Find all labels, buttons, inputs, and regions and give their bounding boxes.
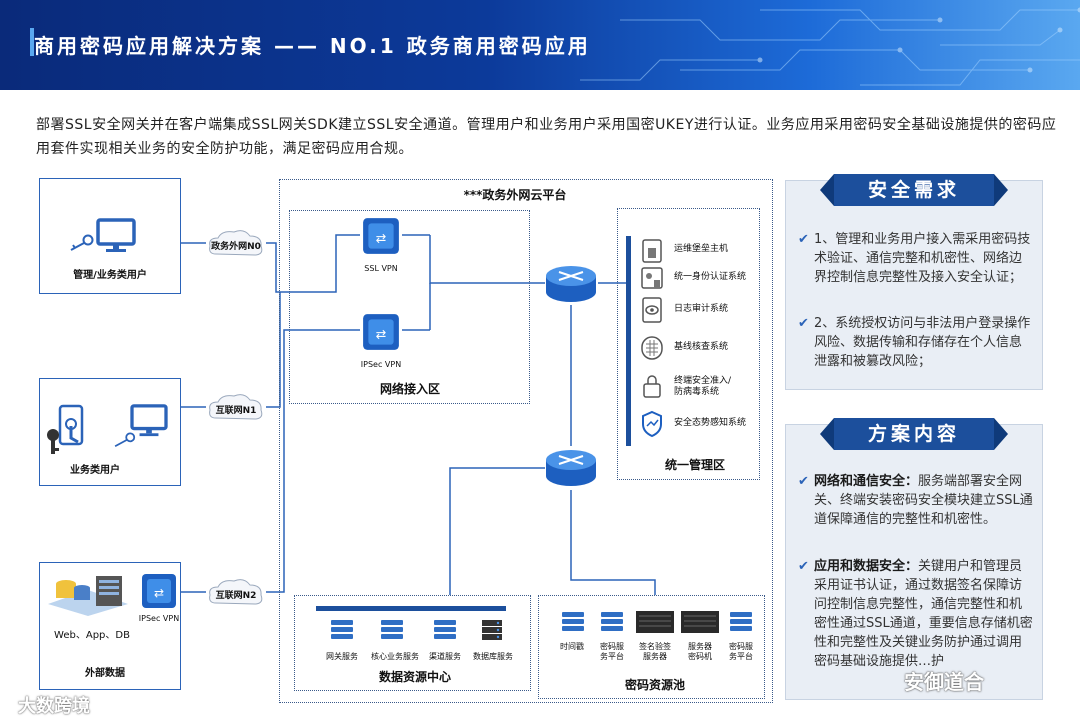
page-title: 商用密码应用解决方案 —— NO.1 政务商用密码应用 — [34, 34, 591, 58]
biz-user-box — [39, 378, 181, 486]
circuit-decoration — [580, 7, 1080, 86]
check-icon: ✔ — [798, 316, 809, 331]
dc-item-db: 数据库服务 — [473, 652, 513, 661]
ipsec-left-label: IPSec VPN — [138, 614, 180, 623]
lock-icon — [643, 375, 661, 398]
security-need-item-1: ✔1、管理和业务用户接入需采用密码技术验证、通信完整和机密性、网络边界控制信息完… — [798, 232, 1031, 285]
data-center-bus — [316, 606, 506, 611]
mgmt-item-situational: 安全态势感知系统 — [640, 410, 770, 438]
security-needs-title: 安全需求 — [820, 174, 1008, 206]
ssl-vpn-label: SSL VPN — [364, 264, 398, 273]
network-n1-label: 互联网N1 — [215, 406, 257, 416]
data-center-box — [294, 595, 531, 691]
cloud-n1-icon — [209, 394, 263, 420]
dc-item-channel: 渠道服务 — [429, 652, 461, 661]
data-center-title: 数据资源中心 — [378, 670, 451, 684]
server-icon — [381, 620, 403, 641]
server-icon — [601, 612, 623, 633]
audit-eye-icon — [642, 297, 662, 323]
server-icon — [562, 612, 584, 633]
key-icon-2 — [114, 432, 136, 448]
server-icon — [331, 620, 353, 641]
dc-item-core: 核心业务服务 — [371, 652, 419, 661]
shield-icon — [642, 410, 662, 438]
key-icon — [70, 234, 94, 251]
svg-text:⇄: ⇄ — [376, 326, 387, 341]
mgmt-zone-box — [617, 208, 760, 480]
cp-item-sign: 签名验签 服务器 — [639, 642, 671, 661]
security-needs-panel — [785, 180, 1043, 390]
check-icon: ✔ — [798, 559, 809, 574]
header-banner: 商用密码应用解决方案 —— NO.1 政务商用密码应用 — [0, 0, 1080, 90]
router-icon-mid — [546, 450, 596, 486]
mgmt-item-bastion: 运维堡垒主机 — [640, 236, 770, 264]
mgmt-item-identity: 统一身份认证系统 — [640, 264, 770, 292]
mgmt-bus-bar — [626, 236, 631, 446]
solution-panel — [785, 424, 1043, 700]
platform-title: ***政务外网云平台 — [463, 188, 567, 202]
cp-item-hsm: 服务器 密码机 — [688, 642, 712, 661]
monitor-icon — [96, 218, 136, 252]
watermark-left: 大数跨境 — [18, 696, 90, 717]
svg-text:⇄: ⇄ — [154, 586, 164, 600]
external-sub-label: Web、App、DB — [54, 630, 130, 641]
cp-item-platform-1: 密码服 务平台 — [600, 642, 624, 661]
check-icon: ✔ — [798, 474, 809, 489]
identity-icon — [641, 267, 663, 289]
database-icon — [482, 620, 502, 640]
mgmt-user-box — [39, 178, 181, 294]
router-icon-top — [546, 266, 596, 302]
mgmt-item-audit: 日志审计系统 — [640, 296, 770, 324]
ipsec-vpn-icon-left: ⇄ — [142, 574, 176, 608]
mgmt-item-baseline: 基线核查系统 — [640, 334, 770, 362]
phone-touch-icon — [58, 404, 84, 446]
solution-item-1: ✔网络和通信安全：服务端部署安全网关、终端安装密码安全模块建立SSL通道保障通信… — [798, 474, 1033, 527]
check-icon: ✔ — [798, 232, 809, 247]
ssl-vpn-icon: ⇄ — [363, 218, 399, 254]
access-zone-title: 网络接入区 — [379, 382, 440, 396]
mgmt-zone-title: 统一管理区 — [664, 458, 725, 472]
network-n0-label: 政务外网N0 — [211, 242, 261, 252]
intro-paragraph: 部署SSL安全网关并在客户端集成SSL网关SDK建立SSL安全通道。管理用户和业… — [36, 117, 1057, 157]
ukey-icon — [47, 429, 59, 454]
access-zone-box — [289, 210, 530, 404]
server-rack-icon — [48, 576, 128, 616]
cloud-n2-icon — [209, 579, 263, 605]
appliance-icon — [681, 611, 719, 633]
solution-item-2: ✔应用和数据安全：关键用户和管理员采用证书认证，通过数据签名保障访问控制信息完整… — [798, 559, 1033, 669]
dc-item-gateway: 网关服务 — [326, 652, 358, 661]
server-icon — [434, 620, 456, 641]
baseline-grid-icon — [641, 336, 663, 360]
monitor-icon-2 — [130, 404, 168, 437]
server-icon — [730, 612, 752, 633]
solution-title: 方案内容 — [820, 418, 1008, 450]
ipsec-vpn-icon: ⇄ — [363, 314, 399, 350]
ipsec-vpn-label: IPSec VPN — [360, 360, 402, 369]
mgmt-item-terminal: 终端安全准入/ 防病毒系统 — [640, 372, 770, 400]
external-data-label: 外部数据 — [85, 668, 125, 679]
bastion-icon — [642, 239, 662, 263]
svg-text:⇄: ⇄ — [376, 230, 387, 245]
cp-item-timestamp: 时间戳 — [560, 642, 584, 651]
network-n2-label: 互联网N2 — [215, 591, 257, 601]
crypto-pool-box — [538, 595, 765, 699]
mgmt-user-label: 管理/业务类用户 — [73, 270, 147, 281]
cp-item-platform-2: 密码服 务平台 — [729, 642, 753, 661]
watermark-right: 安御道合 — [904, 670, 984, 694]
security-need-item-2: ✔2、系统授权访问与非法用户登录操作风险、数据传输和存储存在个人信息泄露和被篡改… — [798, 316, 1031, 369]
cloud-n0-icon — [209, 230, 263, 256]
title-accent-bar — [30, 28, 34, 56]
crypto-pool-title: 密码资源池 — [624, 678, 685, 692]
appliance-icon — [636, 611, 674, 633]
biz-user-label: 业务类用户 — [70, 465, 120, 476]
platform-box — [279, 179, 773, 703]
